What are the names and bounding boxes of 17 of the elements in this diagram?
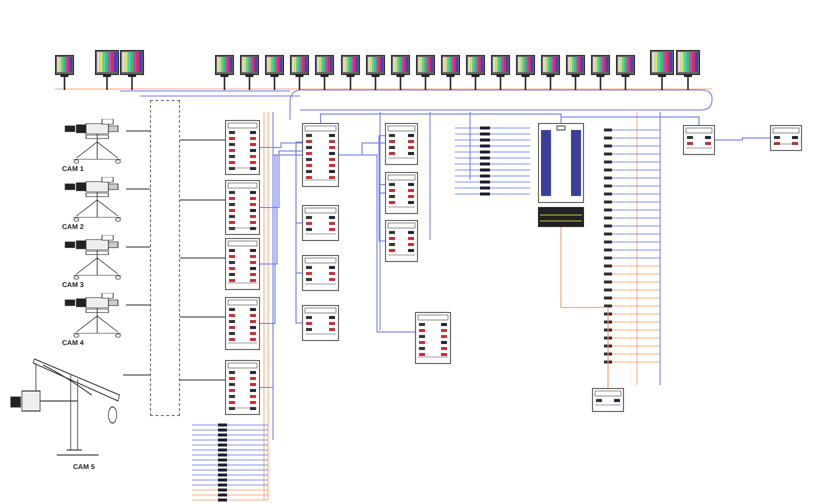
- cable-line: [126, 130, 150, 132]
- equipment-rack-outline: [150, 100, 180, 416]
- cable-line: [560, 226, 608, 388]
- cable-line: [296, 142, 302, 324]
- cable-line: [338, 154, 416, 332]
- cable-line: [126, 246, 150, 248]
- cable-line: [714, 138, 770, 140]
- cable-line: [260, 150, 302, 208]
- cable-line: [122, 374, 150, 376]
- cable-line: [378, 135, 386, 194]
- cable-line: [126, 304, 150, 306]
- cable-line: [180, 316, 226, 318]
- cable-line: [260, 142, 302, 148]
- cable-line: [320, 114, 562, 124]
- cable-line: [378, 184, 386, 242]
- cable-line: [560, 116, 700, 126]
- cable-line: [126, 188, 150, 190]
